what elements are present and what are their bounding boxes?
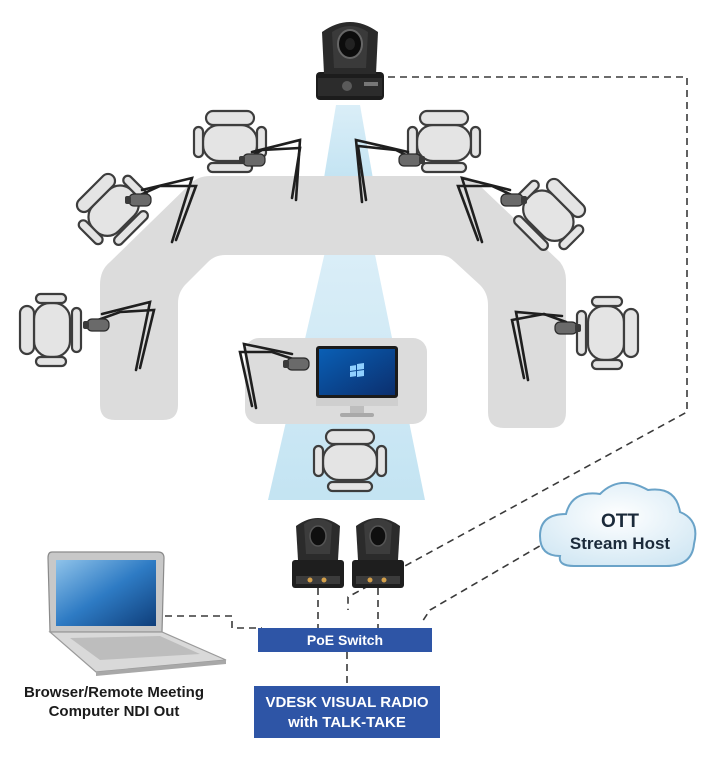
cloud-label-line2: Stream Host bbox=[570, 534, 670, 553]
cable-laptop bbox=[165, 615, 262, 629]
monitor-icon bbox=[316, 346, 398, 417]
cloud-icon bbox=[538, 482, 697, 567]
vdesk-box bbox=[254, 686, 440, 738]
ptz-camera-left-icon bbox=[291, 517, 345, 589]
studio-table bbox=[100, 176, 566, 428]
microphone-boom-arm-icon bbox=[510, 310, 582, 382]
mic-arms bbox=[82, 138, 582, 410]
vdesk-label-line2: with TALK-TAKE bbox=[287, 714, 406, 731]
cloud-label-line1: OTT bbox=[601, 511, 639, 532]
laptop-label-line1: Browser/Remote Meeting bbox=[24, 684, 204, 701]
microphone-boom-arm-icon bbox=[238, 342, 310, 410]
microphone-boom-arm-icon bbox=[354, 138, 426, 204]
network-cables bbox=[165, 76, 688, 686]
microphone-boom-arm-icon bbox=[82, 300, 156, 372]
cable-cloud bbox=[421, 539, 551, 623]
ptz-camera-right-icon bbox=[351, 517, 405, 589]
microphone-boom-arm-icon bbox=[238, 138, 302, 202]
laptop-label-line2: Computer NDI Out bbox=[49, 703, 180, 720]
chair-icon bbox=[575, 295, 640, 371]
cable-top-camera bbox=[347, 76, 688, 610]
microphone-boom-arm-icon bbox=[456, 176, 528, 244]
chair-icon bbox=[18, 292, 83, 368]
laptop-icon bbox=[47, 551, 227, 676]
poe-switch-box bbox=[258, 628, 432, 652]
microphone-boom-arm-icon bbox=[124, 176, 198, 244]
vdesk-label-line1: VDESK VISUAL RADIO bbox=[265, 694, 428, 711]
poe-switch-label: PoE Switch bbox=[307, 632, 383, 648]
ptz-camera-top-icon bbox=[316, 22, 384, 100]
